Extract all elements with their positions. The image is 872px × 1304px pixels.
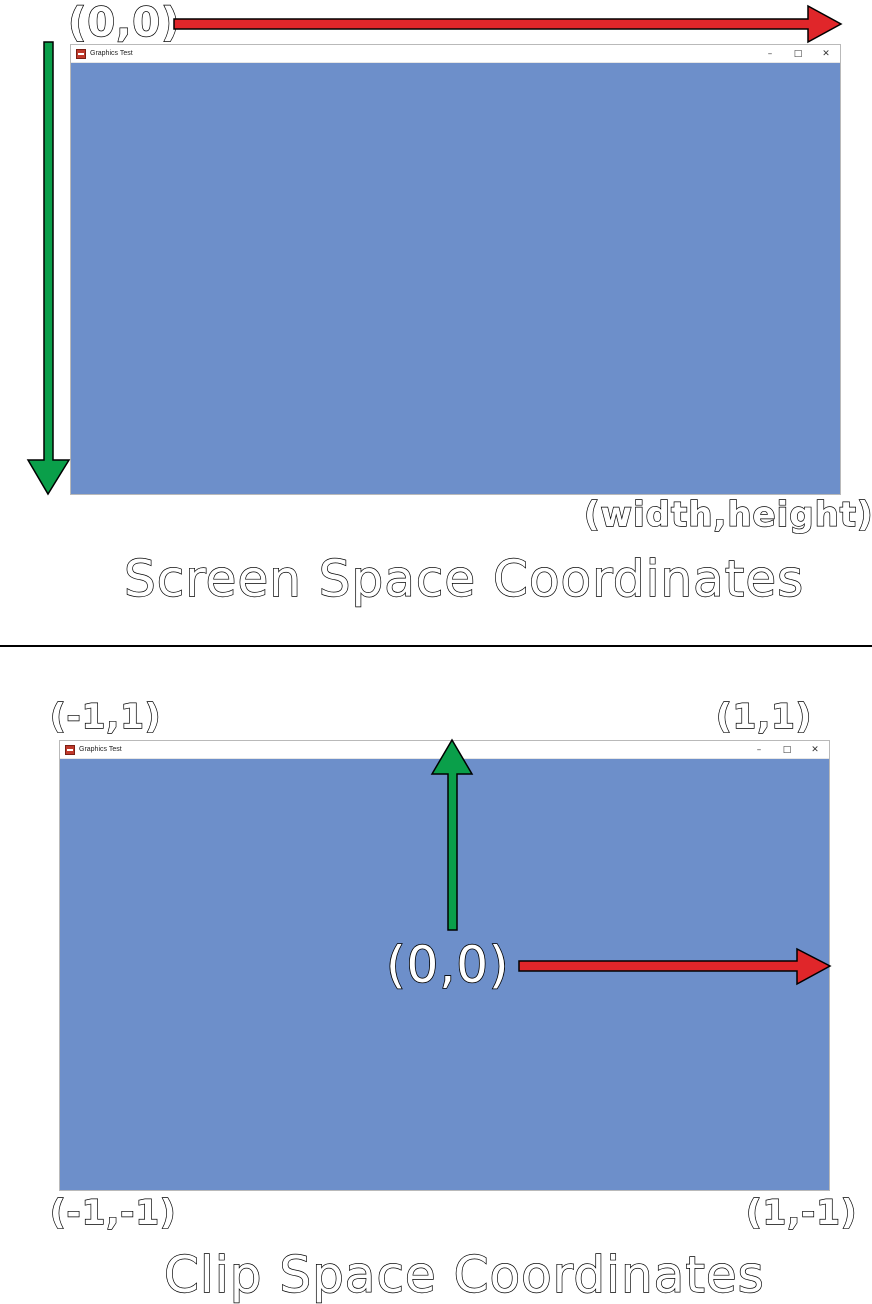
close-button[interactable]: ✕	[822, 48, 830, 59]
clip-x-axis-arrow	[518, 947, 832, 986]
minimize-button[interactable]: –	[767, 48, 773, 59]
clip-y-axis-arrow	[430, 738, 474, 931]
screen-space-caption: Screen Space Coordinates	[123, 550, 805, 608]
window-title: Graphics Test	[79, 746, 122, 753]
section-divider	[0, 645, 872, 647]
clip-top-left-label: (-1,1)	[49, 697, 162, 737]
app-icon	[65, 744, 75, 755]
minimize-button[interactable]: –	[756, 744, 762, 755]
maximize-button[interactable]: □	[782, 744, 792, 755]
clip-top-right-label: (1,1)	[715, 697, 813, 737]
window-controls: – □ ✕	[756, 45, 840, 62]
clip-center-label: (0,0)	[385, 936, 510, 994]
clip-bottom-right-label: (1,-1)	[745, 1193, 858, 1233]
screen-origin-label: (0,0)	[67, 0, 181, 46]
close-button[interactable]: ✕	[811, 744, 819, 755]
screen-x-axis-arrow	[173, 4, 843, 44]
window-title: Graphics Test	[90, 50, 133, 57]
window-titlebar: Graphics Test – □ ✕	[71, 45, 840, 63]
screen-space-window: Graphics Test – □ ✕	[70, 44, 841, 495]
clip-bottom-left-label: (-1,-1)	[49, 1193, 177, 1233]
screen-y-axis-arrow	[26, 41, 71, 496]
screen-corner-label: (width,height)	[583, 495, 872, 535]
clip-space-caption: Clip Space Coordinates	[163, 1246, 765, 1304]
window-controls: – □ ✕	[745, 741, 829, 758]
maximize-button[interactable]: □	[793, 48, 803, 59]
app-icon	[76, 48, 86, 59]
